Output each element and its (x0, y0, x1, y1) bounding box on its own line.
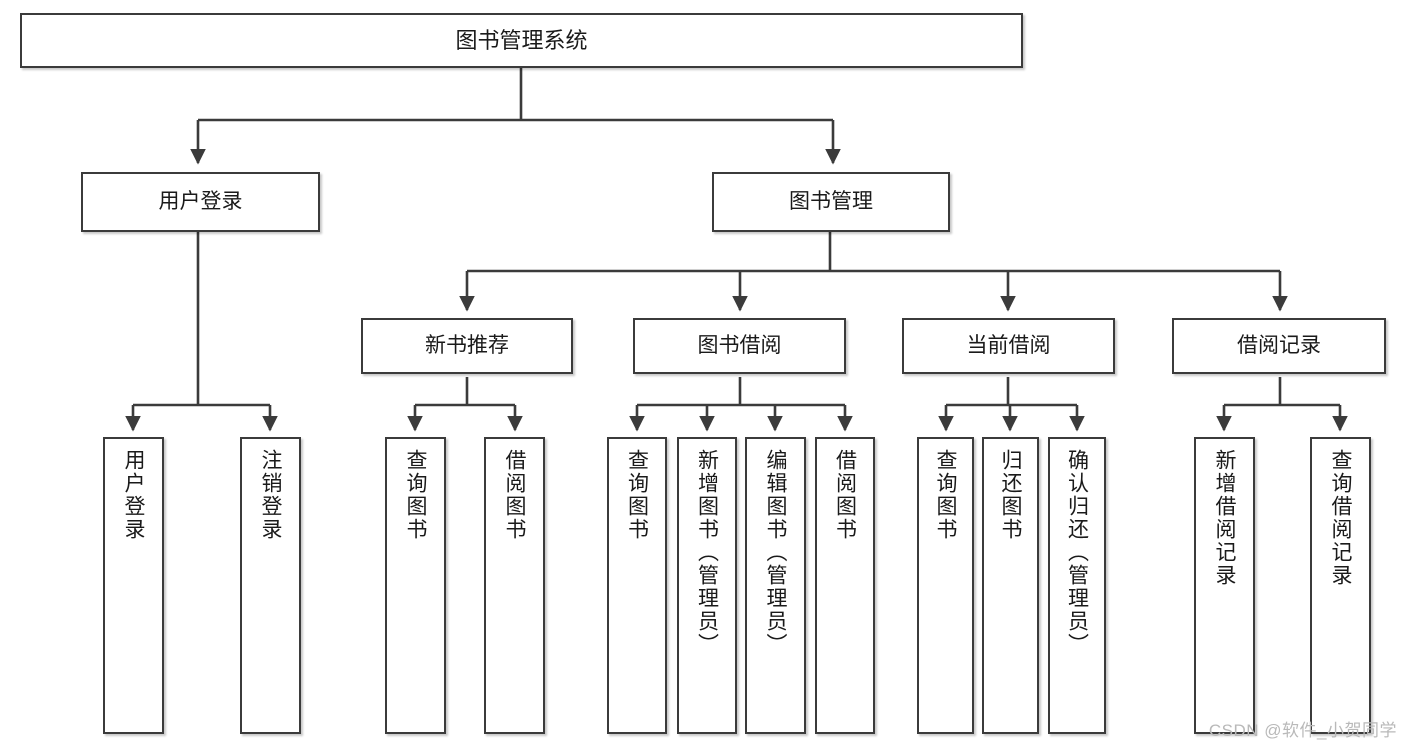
leaf-borrow-borrow-book-label: 借阅图书 (833, 449, 857, 541)
node-current-borrow[interactable]: 当前借阅 (902, 318, 1115, 374)
leaf-new-book-query-label: 查询图书 (404, 449, 427, 541)
leaf-new-book-query[interactable]: 查询图书 (385, 437, 446, 734)
leaf-user-login-signin[interactable]: 用户登录 (103, 437, 164, 734)
leaf-current-return-book-label: 归还图书 (999, 449, 1022, 541)
leaf-current-return-book[interactable]: 归还图书 (982, 437, 1039, 734)
node-root-label: 图书管理系统 (455, 27, 588, 53)
leaf-borrow-query-book[interactable]: 查询图书 (607, 437, 667, 734)
leaf-borrow-add-book-label: 新增图书（管理员） (695, 449, 719, 656)
node-root[interactable]: 图书管理系统 (20, 13, 1023, 68)
leaf-borrow-edit-book-label: 编辑图书（管理员） (764, 449, 787, 656)
node-current-borrow-label: 当前借阅 (966, 333, 1051, 357)
node-book-management-label: 图书管理 (789, 189, 873, 213)
node-user-login-label: 用户登录 (158, 189, 243, 213)
node-borrow-record[interactable]: 借阅记录 (1172, 318, 1386, 374)
node-book-management[interactable]: 图书管理 (712, 172, 950, 232)
leaf-borrow-add-book[interactable]: 新增图书（管理员） (677, 437, 737, 734)
leaf-record-add[interactable]: 新增借阅记录 (1194, 437, 1255, 734)
leaf-new-book-borrow[interactable]: 借阅图书 (484, 437, 545, 734)
leaf-borrow-edit-book[interactable]: 编辑图书（管理员） (745, 437, 806, 734)
leaf-user-login-signout-label: 注销登录 (259, 449, 282, 541)
leaf-current-query-book[interactable]: 查询图书 (917, 437, 974, 734)
leaf-current-confirm-return-label: 确认归还（管理员） (1065, 449, 1089, 656)
node-borrow-record-label: 借阅记录 (1237, 333, 1321, 357)
leaf-current-confirm-return[interactable]: 确认归还（管理员） (1048, 437, 1106, 734)
node-book-borrow-label: 图书借阅 (697, 333, 782, 357)
node-book-borrow[interactable]: 图书借阅 (633, 318, 846, 374)
leaf-record-query[interactable]: 查询借阅记录 (1310, 437, 1371, 734)
node-user-login[interactable]: 用户登录 (81, 172, 320, 232)
leaf-user-login-signin-label: 用户登录 (122, 449, 145, 541)
leaf-record-query-label: 查询借阅记录 (1329, 449, 1352, 587)
node-new-book-recommend-label: 新书推荐 (425, 333, 509, 357)
leaf-borrow-query-book-label: 查询图书 (625, 449, 649, 541)
leaf-record-add-label: 新增借阅记录 (1213, 449, 1236, 587)
watermark: CSDN @软件_小贺同学 (1208, 721, 1397, 740)
leaf-user-login-signout[interactable]: 注销登录 (240, 437, 301, 734)
leaf-borrow-borrow-book[interactable]: 借阅图书 (815, 437, 875, 734)
leaf-current-query-book-label: 查询图书 (934, 449, 957, 541)
leaf-new-book-borrow-label: 借阅图书 (503, 449, 526, 541)
node-new-book-recommend[interactable]: 新书推荐 (361, 318, 573, 374)
